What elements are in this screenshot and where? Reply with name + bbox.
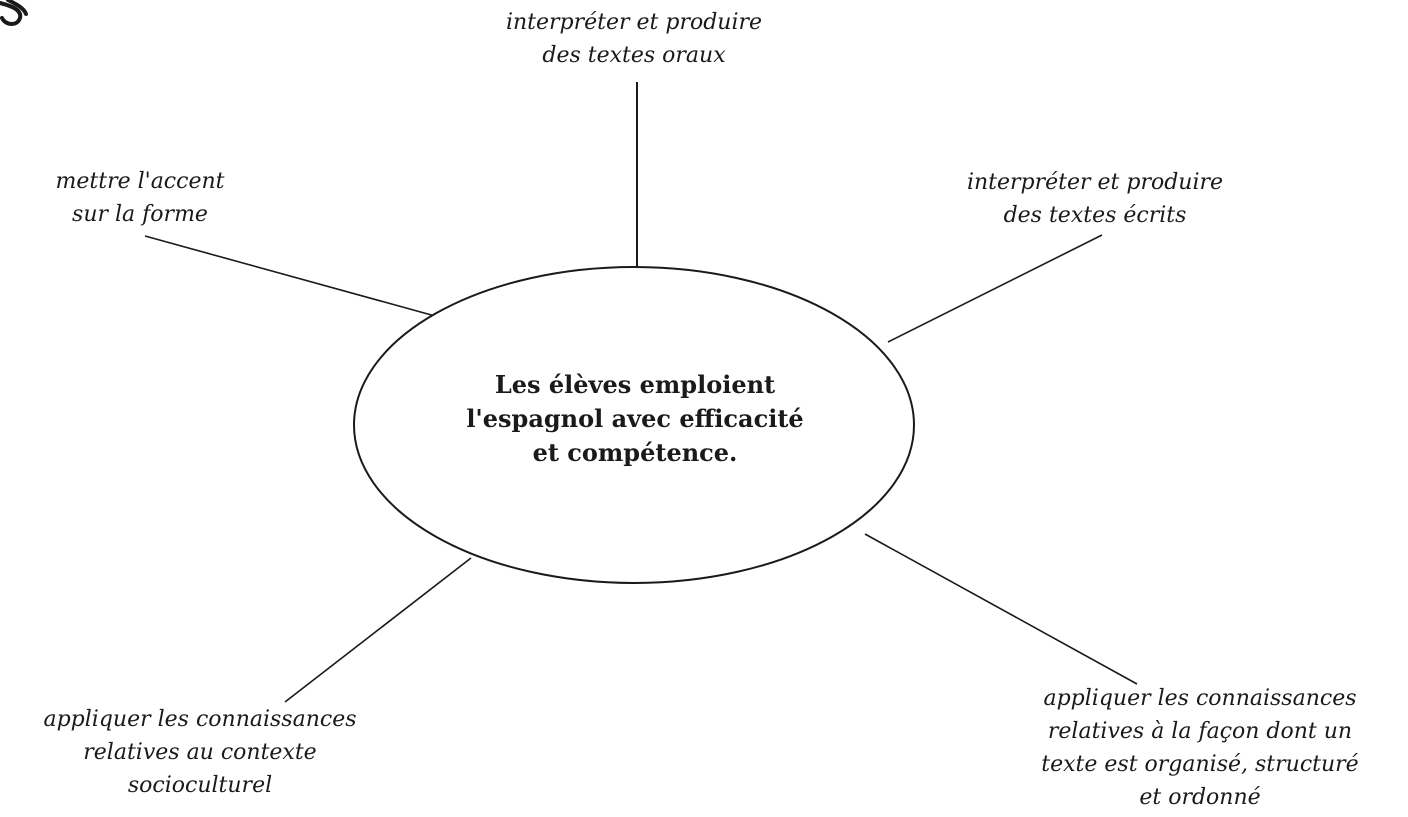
branch-label-top: interpréter et produire des textes oraux xyxy=(434,6,834,72)
branch-label-line: texte est organisé, structuré xyxy=(1041,752,1359,777)
branch-label-line: interpréter et produire xyxy=(505,10,763,35)
branch-label-line: des textes oraux xyxy=(542,43,726,68)
connector-top-right xyxy=(887,234,1103,343)
central-statement-line: et compétence. xyxy=(532,438,738,467)
branch-label-top-left: mettre l'accent sur la forme xyxy=(20,165,260,231)
branch-label-line: appliquer les connaissances xyxy=(43,707,357,732)
connector-bottom-left xyxy=(284,557,472,703)
central-statement-line: l'espagnol avec efficacité xyxy=(466,404,804,433)
branch-label-bottom-right: appliquer les connaissances relatives à … xyxy=(1000,682,1400,814)
connector-bottom-right xyxy=(864,533,1138,685)
central-statement: Les élèves emploient l'espagnol avec eff… xyxy=(405,368,865,470)
branch-label-top-right: interpréter et produire des textes écrit… xyxy=(900,166,1290,232)
corner-mark-icon xyxy=(0,0,28,26)
branch-label-line: sur la forme xyxy=(72,202,208,227)
branch-label-line: relatives à la façon dont un xyxy=(1047,719,1353,744)
branch-label-line: des textes écrits xyxy=(1003,203,1187,228)
branch-label-line: relatives au contexte xyxy=(83,740,317,765)
branch-label-line: mettre l'accent xyxy=(55,169,225,194)
branch-label-line: socioculturel xyxy=(127,773,273,798)
branch-label-line: appliquer les connaissances xyxy=(1043,686,1357,711)
connector-top-left xyxy=(144,235,436,317)
branch-label-bottom-left: appliquer les connaissances relatives au… xyxy=(0,703,400,802)
branch-label-line: interpréter et produire xyxy=(966,170,1224,195)
center-ellipse xyxy=(353,266,915,584)
central-statement-line: Les élèves emploient xyxy=(494,370,776,399)
branch-label-line: et ordonné xyxy=(1139,785,1261,810)
